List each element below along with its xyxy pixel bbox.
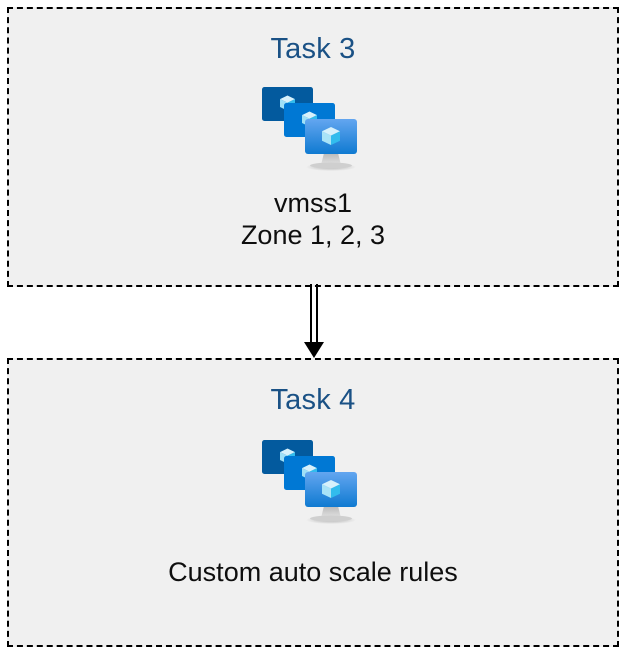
vmss-icon-wrapper-task3 [258, 82, 368, 174]
task-caption-task4: Custom auto scale rules [168, 557, 458, 589]
task-title-task3: Task 3 [270, 33, 356, 65]
task-caption-line2-task3: Zone 1, 2, 3 [240, 219, 386, 250]
task-caption-line1-task3: vmss1 [273, 188, 352, 218]
task-box-task3[interactable]: Task 3 [7, 7, 619, 287]
virtual-machine-scale-set-icon [262, 87, 357, 171]
task-title-task4: Task 4 [270, 384, 356, 416]
vmss-icon-wrapper-task4 [258, 435, 368, 527]
task-box-task4[interactable]: Task 4 [7, 358, 619, 647]
connector-arrow-task3-to-task4 [304, 284, 324, 358]
virtual-machine-scale-set-icon [262, 440, 357, 524]
task-caption-task3: vmss1 Zone 1, 2, 3 [241, 188, 385, 252]
task-caption-line1-task4: Custom auto scale rules [168, 557, 458, 587]
